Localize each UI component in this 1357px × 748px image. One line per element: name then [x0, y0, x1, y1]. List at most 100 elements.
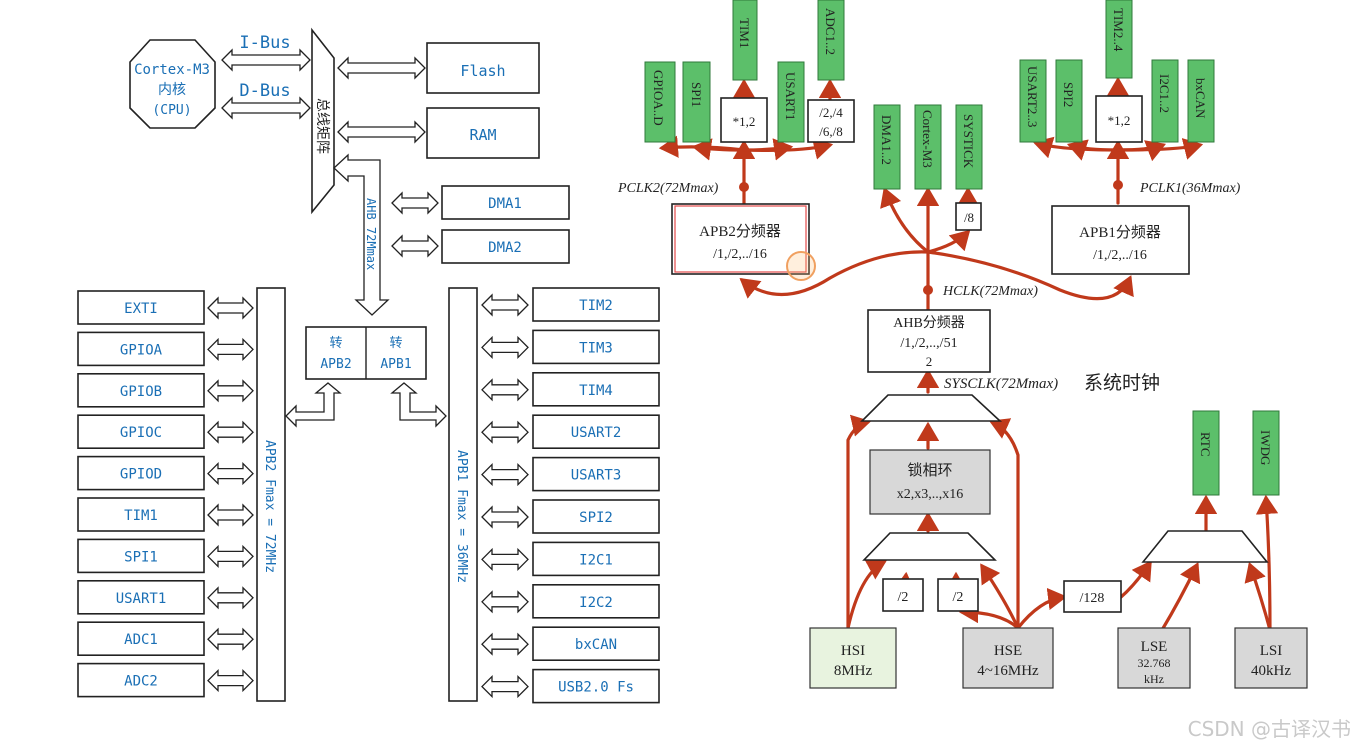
out-bxcan [1187, 59, 1215, 143]
dma1-arrow [391, 191, 439, 215]
out-cortex-m3 [914, 104, 942, 190]
ram-arrow [337, 120, 426, 144]
apb1-periph-box [532, 329, 660, 365]
apb1-periph-box [532, 414, 660, 450]
out-spi1 [682, 61, 711, 143]
out-systick [955, 104, 983, 190]
apb1-periph-label: TIM3 [579, 340, 613, 356]
out-usart1 [777, 61, 805, 143]
out-usart2-3 [1019, 59, 1047, 143]
bus-matrix-label: 总线矩阵 [314, 98, 330, 154]
rtc-mux [1141, 530, 1269, 563]
pclk2-label: PCLK2(72Mmax) [617, 181, 719, 196]
bus-matrix [311, 27, 335, 215]
apb2-periph-box [77, 579, 205, 615]
out-gpioa-d-label: GPIOA..D [651, 70, 666, 126]
out-rtc [1192, 410, 1220, 496]
dma2-label: DMA2 [488, 240, 522, 256]
apb1-periph-box [532, 371, 660, 407]
apb2-periph-item-gpioc: GPIOC [77, 414, 254, 450]
cpu-octagon [129, 39, 216, 129]
out-systick-label: SYSTICK [961, 114, 976, 169]
apb2-periph-label: GPIOA [120, 342, 163, 358]
apb2-periph-box [77, 538, 205, 574]
apb1-periph-box [532, 626, 660, 662]
systick-div-label: /8 [964, 210, 974, 225]
out-iwdg-label: IWDG [1258, 430, 1273, 465]
out-tim1 [732, 0, 758, 81]
apb1-periph-bus-arrow [481, 547, 529, 571]
out-spi2-label: SPI2 [1061, 82, 1076, 107]
ibus-arrow [221, 48, 311, 72]
apb2-bus-bar [256, 287, 286, 702]
ram-label: RAM [469, 126, 496, 144]
apb2-periph-bus-arrow [207, 669, 254, 693]
apb1-periph-box [532, 668, 660, 704]
div2-b-label: /2 [953, 590, 964, 605]
apb2-prescaler [671, 203, 810, 275]
apb2-periph-box [77, 497, 205, 532]
apb1-periph-bus-arrow [481, 378, 529, 402]
mul-apb1-label: *1,2 [1108, 113, 1131, 128]
bridge-apb2-bottom: APB2 [320, 357, 351, 372]
out-cortex-m3-label: Cortex-M3 [920, 110, 935, 168]
apb2-periph-label: EXTI [124, 301, 158, 317]
apb2-periph-bus-arrow [207, 462, 254, 486]
apb2-periph-item-exti: EXTI [77, 290, 254, 325]
flash-label: Flash [460, 62, 505, 80]
apb1-periph-box [532, 499, 660, 534]
ahb-prescaler-sub1: /1,/2,..,/51 [900, 336, 957, 351]
out-adc1-2-label: ADC1..2 [823, 8, 838, 55]
bridge-apb1-top: 转 [389, 336, 402, 351]
apb2-periph-bus-arrow [207, 420, 254, 444]
apb2-prescaler-title: APB2分频器 [699, 223, 781, 240]
apb1-bus-label: APB1 Fmax = 36MHz [454, 450, 469, 583]
apb2-periph-label: GPIOC [120, 425, 162, 441]
lsi-freq: 40kHz [1251, 663, 1291, 679]
lsi-box [1234, 627, 1308, 689]
apb2-periph-bus-arrow [207, 544, 254, 568]
flash-arrow [337, 56, 426, 80]
apb2-periph-box [77, 662, 205, 698]
out-bxcan-label: bxCAN [1193, 78, 1208, 119]
apb2-periph-item-adc2: ADC2 [77, 662, 254, 698]
apb2-periph-label: ADC1 [124, 632, 158, 648]
ahb-prescaler-sub2: 2 [926, 354, 933, 369]
apb1-periph-item-usart2: USART2 [481, 414, 660, 450]
adc-div-box [807, 99, 855, 143]
apb1-periph-bus-arrow [481, 590, 529, 614]
pll-title: 锁相环 [907, 462, 952, 479]
apb2-periph-bus-arrow [207, 337, 254, 361]
pll-mux [862, 532, 997, 561]
apb1-periph-item-spi2: SPI2 [481, 499, 660, 534]
out-usart2-3-label: USART2..3 [1025, 66, 1040, 127]
apb2-periph-bus-arrow [207, 586, 254, 610]
out-tim1-label: TIM1 [737, 18, 752, 48]
apb1-periph-label: TIM2 [579, 298, 613, 314]
apb1-periph-item-tim4: TIM4 [481, 371, 660, 407]
apb2-periph-item-gpiob: GPIOB [77, 372, 254, 408]
apb2-periph-label: USART1 [116, 591, 167, 607]
clock-wires [658, 76, 1279, 632]
bus-architecture: Cortex-M3 内核 (CPU) I-Bus D-Bus 总线矩阵 Flas… [77, 27, 660, 704]
apb2-periph-label: TIM1 [124, 508, 158, 524]
div128-box [1063, 580, 1122, 613]
clock-tree: GPIOA..D SPI1 TIM1 USART1 ADC1..2 *1,2 /… [617, 0, 1308, 689]
dbus-label: D-Bus [239, 81, 290, 101]
lse-name: LSE [1141, 639, 1168, 655]
apb2-periph-box [77, 372, 205, 408]
lse-freq2: kHz [1144, 672, 1164, 686]
apb2-periph-item-tim1: TIM1 [77, 497, 254, 532]
out-tim2-4 [1105, 0, 1133, 79]
out-spi1-label: SPI1 [689, 82, 704, 107]
out-i2c1-2 [1151, 59, 1179, 143]
hsi-name: HSI [841, 643, 865, 659]
apb2-periph-label: GPIOB [120, 384, 162, 400]
cpu-label-sub: (CPU) [152, 103, 191, 118]
hsi-box [809, 627, 897, 689]
apb2-periph-box [77, 290, 205, 325]
out-tim2-4-label: TIM2..4 [1111, 8, 1126, 52]
out-gpioa-d [644, 61, 676, 143]
apb1-periph-bus-arrow [481, 335, 529, 359]
